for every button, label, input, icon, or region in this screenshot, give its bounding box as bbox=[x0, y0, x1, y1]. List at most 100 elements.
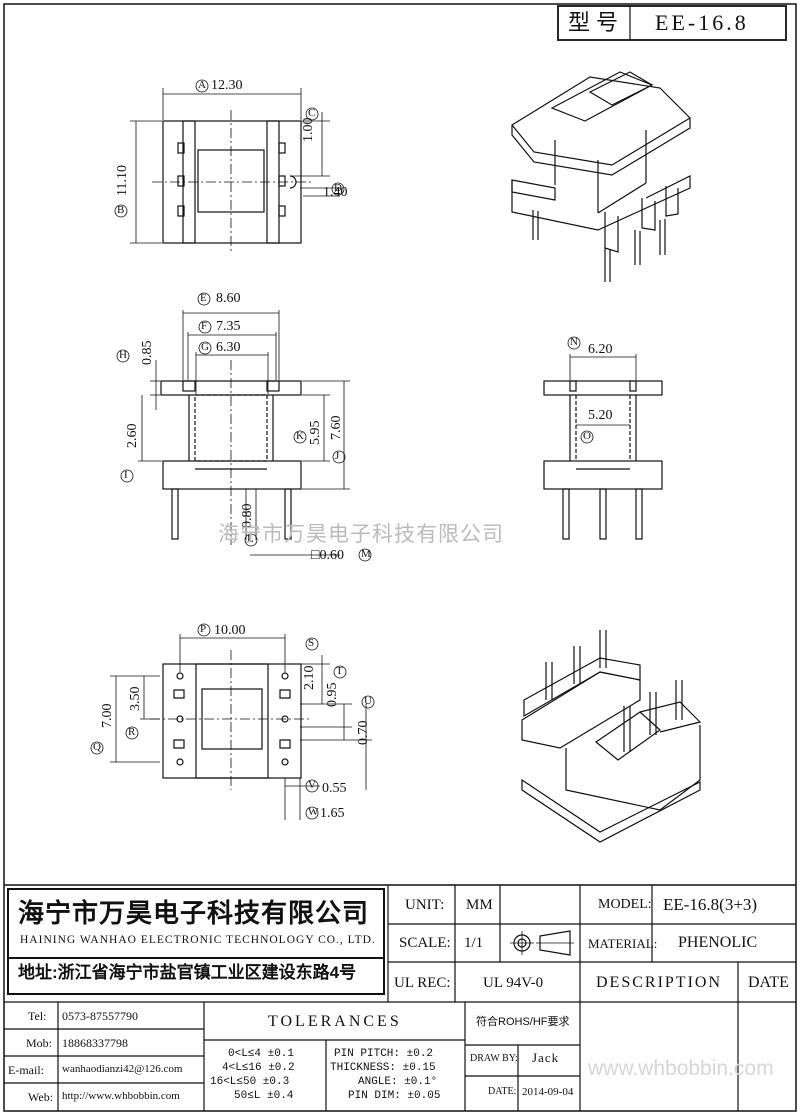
model-value: EE-16.8(3+3) bbox=[663, 895, 758, 914]
dim-letter-s: S bbox=[308, 637, 315, 649]
dim-letter-g: G bbox=[201, 341, 209, 353]
date-value: 2014-09-04 bbox=[522, 1086, 574, 1098]
email-value[interactable]: wanhaodianzi42@126.com bbox=[62, 1063, 183, 1075]
dim-letter-p: P bbox=[200, 623, 207, 635]
dim-letter-e: E bbox=[200, 292, 207, 304]
dim-letter-d: D bbox=[334, 182, 342, 194]
dim-letter-t: T bbox=[336, 665, 343, 677]
dim-letter-m: M bbox=[361, 548, 371, 560]
unit-label: UNIT: bbox=[405, 897, 445, 913]
dim-value-q: 7.00 bbox=[100, 703, 115, 729]
company-name-cn: 海宁市万昊电子科技有限公司 bbox=[18, 898, 370, 928]
dim-value-c: 1.00 bbox=[301, 117, 316, 143]
tolerance-left-2: 4<L≤16 ±0.2 bbox=[222, 1062, 295, 1074]
header-model-label: 型号 bbox=[568, 10, 625, 35]
tolerance-right-4: PIN DIM: ±0.05 bbox=[348, 1090, 441, 1102]
tolerance-right-1: PIN PITCH: ±0.2 bbox=[334, 1048, 434, 1060]
dim-value-v: 0.55 bbox=[322, 781, 347, 796]
dim-letter-n: N bbox=[570, 336, 578, 348]
dim-value-w: 1.65 bbox=[320, 806, 345, 821]
web-value[interactable]: http://www.whbobbin.com bbox=[62, 1090, 180, 1102]
dim-letter-j: J bbox=[335, 450, 340, 462]
tel-label: Tel: bbox=[28, 1009, 47, 1023]
dim-value-j: 7.60 bbox=[329, 415, 344, 441]
front-view bbox=[160, 360, 302, 545]
isometric-view-bottom bbox=[521, 630, 702, 843]
dim-value-r: 3.50 bbox=[128, 686, 143, 712]
company-name-en: HAINING WANHAO ELECTRONIC TECHNOLOGY CO.… bbox=[20, 934, 376, 946]
side-view-dimensions bbox=[567, 336, 637, 444]
draw-by-value: Jack bbox=[532, 1050, 560, 1065]
dim-letter-w: W bbox=[308, 806, 319, 818]
isometric-view-top bbox=[511, 71, 691, 282]
dim-letter-v: V bbox=[308, 779, 316, 791]
dim-letter-b: B bbox=[117, 204, 125, 216]
tolerance-right-3: ANGLE: ±0.1° bbox=[358, 1076, 438, 1088]
dim-letter-l: L bbox=[247, 533, 254, 545]
model-label: MODEL: bbox=[598, 897, 652, 912]
dim-value-s: 2.10 bbox=[302, 665, 317, 691]
scale-value: 1/1 bbox=[464, 935, 484, 951]
header-model-value: EE-16.8 bbox=[655, 10, 749, 35]
dim-value-k: 5.95 bbox=[308, 420, 323, 446]
bottom-view bbox=[150, 650, 312, 790]
dim-letter-u: U bbox=[364, 695, 372, 707]
dim-value-f: 7.35 bbox=[216, 319, 241, 334]
dim-value-d: 1.40 bbox=[323, 185, 348, 200]
tolerance-left-1: 0<L≤4 ±0.1 bbox=[228, 1048, 295, 1060]
front-view-dimensions bbox=[116, 292, 372, 562]
dim-letter-a: A bbox=[198, 79, 206, 91]
dim-letter-c: C bbox=[308, 107, 316, 119]
dim-value-h: 0.85 bbox=[140, 340, 155, 366]
title-block-grid bbox=[4, 884, 796, 1111]
dim-value-u: 0.70 bbox=[356, 720, 371, 746]
top-view bbox=[152, 110, 312, 252]
dim-value-i: 2.60 bbox=[125, 423, 140, 449]
ulrec-label: UL REC: bbox=[394, 975, 451, 991]
material-value: PHENOLIC bbox=[678, 934, 758, 951]
tolerance-left-3: 16<L≤50 ±0.3 bbox=[210, 1076, 290, 1088]
header-box bbox=[557, 5, 787, 41]
dim-value-o: 5.20 bbox=[588, 408, 613, 423]
tolerance-left-4: 50≤L ±0.4 bbox=[234, 1090, 294, 1102]
tolerance-right-2: THICKNESS: ±0.15 bbox=[330, 1062, 436, 1074]
ulrec-value: UL 94V-0 bbox=[483, 975, 544, 991]
mob-label: Mob: bbox=[26, 1036, 53, 1050]
tolerances-title: TOLERANCES bbox=[268, 1013, 402, 1030]
drawing-frame bbox=[3, 3, 797, 1112]
dim-letter-h: H bbox=[119, 349, 127, 361]
dim-letter-i: I bbox=[124, 469, 128, 481]
dim-value-e: 8.60 bbox=[216, 291, 241, 306]
email-label: E-mail: bbox=[8, 1063, 44, 1077]
tel-value: 0573-87557790 bbox=[62, 1009, 138, 1023]
site-watermark: www.whbobbin.com bbox=[588, 1057, 774, 1080]
top-view-dimensions bbox=[114, 79, 345, 244]
bottom-view-dimensions bbox=[90, 623, 375, 820]
mob-value: 18868337798 bbox=[62, 1036, 128, 1050]
dim-letter-r: R bbox=[128, 726, 136, 738]
watermark-company: 海宁市万昊电子科技有限公司 bbox=[218, 523, 504, 546]
rohs-note: 符合ROHS/HF要求 bbox=[476, 1016, 570, 1028]
dim-value-g: 6.30 bbox=[216, 340, 241, 355]
web-label: Web: bbox=[28, 1090, 54, 1104]
scale-label: SCALE: bbox=[399, 935, 451, 951]
date-label: DATE: bbox=[488, 1086, 517, 1097]
description-header: DESCRIPTION bbox=[596, 974, 723, 991]
dim-value-n: 6.20 bbox=[588, 342, 613, 357]
date-header: DATE bbox=[748, 974, 789, 991]
dim-letter-f: F bbox=[201, 320, 208, 332]
company-address: 地址:浙江省海宁市盐官镇工业区建设东路4号 bbox=[18, 963, 357, 982]
draw-by-label: DRAW BY: bbox=[470, 1053, 518, 1064]
dim-value-b: 11.10 bbox=[115, 165, 130, 196]
side-view bbox=[543, 380, 663, 540]
dim-letter-k: K bbox=[296, 430, 304, 442]
dim-value-m: □0.60 bbox=[311, 548, 344, 563]
dim-letter-q: Q bbox=[93, 741, 101, 753]
dim-value-a: 12.30 bbox=[211, 78, 243, 93]
material-label: MATERIAL: bbox=[588, 936, 658, 951]
dim-letter-o: O bbox=[583, 430, 591, 442]
dim-value-t: 0.95 bbox=[325, 682, 340, 708]
dim-value-p: 10.00 bbox=[214, 623, 246, 638]
unit-value: MM bbox=[466, 897, 493, 913]
